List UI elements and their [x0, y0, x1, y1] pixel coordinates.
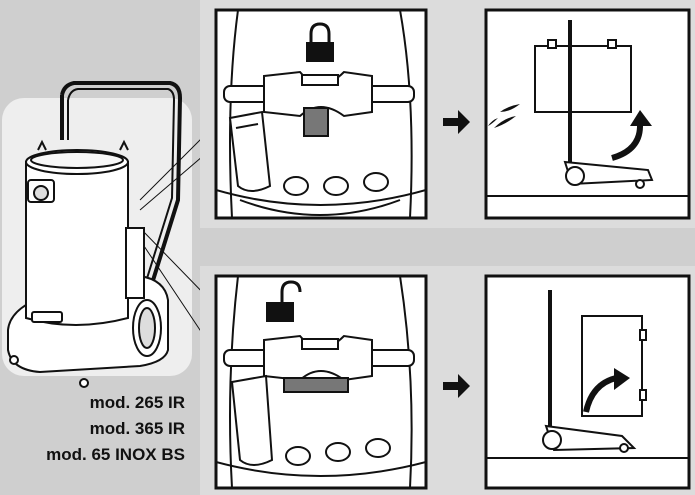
- vacuum-machine-icon: [7, 81, 183, 388]
- curved-arrow-icon-2: [583, 368, 630, 413]
- arrow-right-icon: [443, 110, 470, 134]
- detail-locked: [214, 8, 428, 220]
- detail-upright: [484, 274, 691, 490]
- model-65-inox: mod. 65 INOX BS: [46, 445, 185, 464]
- liquid-spray-icon: [488, 104, 520, 128]
- detail-drain: [484, 8, 691, 220]
- model-365: mod. 365 IR: [89, 419, 185, 438]
- curved-arrow-icon: [611, 110, 652, 161]
- detail-unlocked: [214, 274, 428, 490]
- model-list: mod. 265 IR mod. 365 IR mod. 65 INOX BS: [46, 390, 185, 468]
- lock-open-icon: [266, 280, 302, 322]
- model-265: mod. 265 IR: [89, 393, 185, 412]
- arrow-right-icon-2: [443, 374, 470, 398]
- lock-closed-icon: [306, 22, 334, 62]
